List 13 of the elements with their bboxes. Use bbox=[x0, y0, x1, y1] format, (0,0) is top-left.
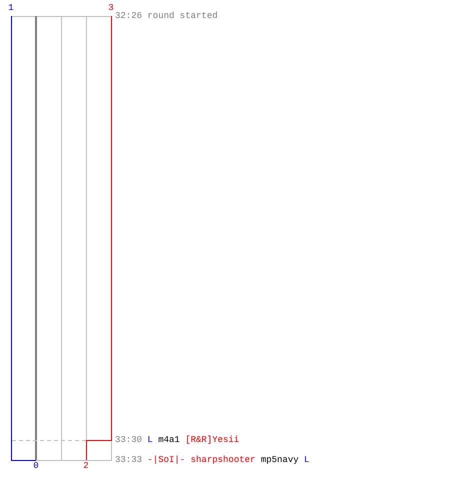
player-name: L bbox=[147, 435, 153, 445]
weapon-name: mp5navy bbox=[260, 455, 299, 465]
player-name: -|SoI|- sharpshooter bbox=[147, 455, 256, 465]
player-count: 1 bbox=[8, 4, 14, 13]
player-count: 0 bbox=[33, 462, 39, 471]
player-name: L bbox=[304, 455, 310, 465]
player-count: 3 bbox=[108, 4, 114, 13]
player-count: 2 bbox=[83, 462, 89, 471]
timestamp: 33:30 bbox=[115, 435, 142, 445]
weapon-name: m4a1 bbox=[158, 435, 180, 445]
event-text: 32:26 round started bbox=[115, 11, 218, 21]
timestamp: 33:33 bbox=[115, 455, 142, 465]
player-name: [R&R]Yesii bbox=[185, 435, 240, 445]
